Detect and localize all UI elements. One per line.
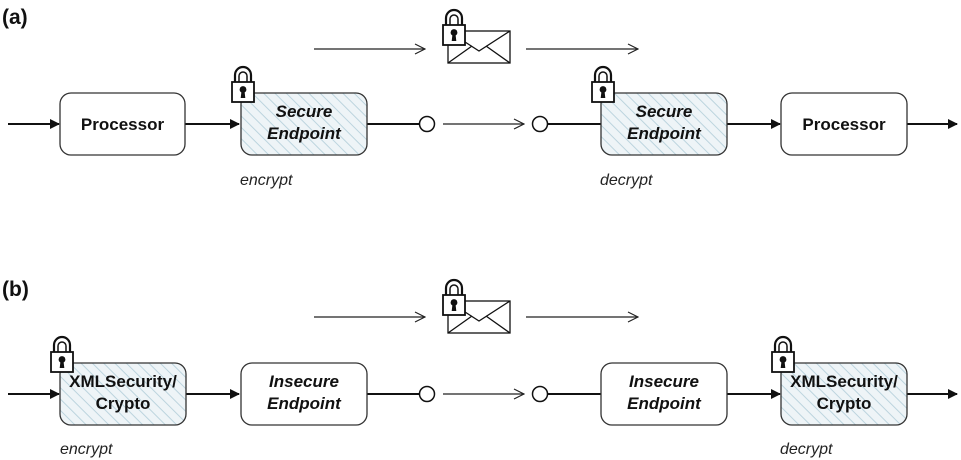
insecure-endpoint-box <box>240 362 368 426</box>
xmlsecurity-crypto-box <box>59 362 187 426</box>
processor-label: Processor <box>802 115 886 134</box>
outbound-port <box>418 385 436 403</box>
padlock-icon <box>441 278 467 317</box>
secure-endpoint-label-line2: Endpoint <box>627 124 702 143</box>
secure-message <box>314 278 638 334</box>
insecure-endpoint-label-line1: Insecure <box>269 372 339 391</box>
xmlsecurity-crypto-label-line2: Crypto <box>817 394 872 413</box>
xmlsecurity-crypto-label-line2: Crypto <box>96 394 151 413</box>
insecure-endpoint-label-line2: Endpoint <box>267 394 342 413</box>
secure-endpoint-label-line1: Secure <box>276 102 333 121</box>
encrypt-label: encrypt <box>60 441 113 458</box>
padlock-icon <box>441 8 467 47</box>
xmlsecurity-crypto-box <box>780 362 908 426</box>
insecure-endpoint-box <box>600 362 728 426</box>
secure-endpoint-label-line2: Endpoint <box>267 124 342 143</box>
padlock-icon <box>230 65 256 104</box>
panel-a: (a) Processor Secure Endpoint Secure End… <box>2 6 958 189</box>
inbound-port <box>531 115 549 133</box>
decrypt-label: decrypt <box>600 172 653 189</box>
panel-a-label: (a) <box>2 6 28 29</box>
insecure-endpoint-label-line1: Insecure <box>629 372 699 391</box>
processor-box <box>780 92 908 156</box>
xmlsecurity-crypto-label-line1: XMLSecurity/ <box>790 372 898 391</box>
processor-label: Processor <box>81 115 165 134</box>
padlock-icon <box>770 335 796 374</box>
secure-endpoint-box <box>240 92 368 156</box>
inbound-port <box>531 385 549 403</box>
secure-endpoint-box <box>600 92 728 156</box>
processor-box <box>59 92 186 156</box>
xmlsecurity-crypto-label-line1: XMLSecurity/ <box>69 372 177 391</box>
panel-b-label: (b) <box>2 278 29 301</box>
secure-message <box>314 8 638 64</box>
panel-b: (b) XMLSecurity/ Crypto Insecure Endpoin… <box>2 278 958 458</box>
insecure-endpoint-label-line2: Endpoint <box>627 394 702 413</box>
secure-endpoint-label-line1: Secure <box>636 102 693 121</box>
padlock-icon <box>590 65 616 104</box>
outbound-port <box>418 115 436 133</box>
padlock-icon <box>49 335 75 374</box>
encrypt-label: encrypt <box>240 172 293 189</box>
decrypt-label: decrypt <box>780 441 833 458</box>
